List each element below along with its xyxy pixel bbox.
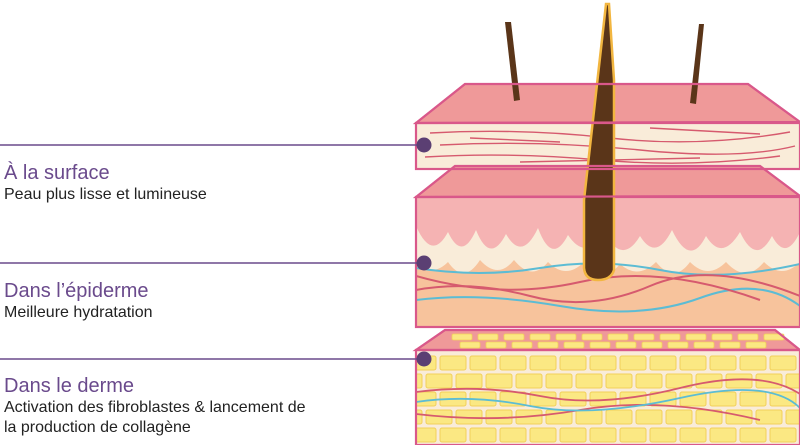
fat-cell xyxy=(769,355,797,371)
fat-cell-top xyxy=(477,333,499,341)
fat-cell xyxy=(725,373,753,389)
fat-cell xyxy=(739,427,767,443)
label-dermis: Dans le derme Activation des fibroblaste… xyxy=(4,374,306,438)
fat-cell xyxy=(529,355,557,371)
label-dermis-title: Dans le derme xyxy=(4,375,135,397)
fat-cell xyxy=(499,427,527,443)
epidermis-peach-band xyxy=(416,260,800,327)
fat-cell xyxy=(679,427,707,443)
fat-cell-top xyxy=(581,333,603,341)
fat-cell-top xyxy=(459,341,481,349)
fat-cell xyxy=(416,373,423,389)
fat-cell xyxy=(485,373,513,389)
fat-cell xyxy=(416,409,423,425)
fat-cell-top xyxy=(503,333,525,341)
fat-cell-top xyxy=(685,333,707,341)
label-dermis-description-line1: Activation des fibroblastes & lancement … xyxy=(4,399,306,416)
fat-cell xyxy=(619,355,647,371)
fat-cell xyxy=(679,355,707,371)
fat-cell-top xyxy=(563,341,585,349)
fat-cell-top xyxy=(529,333,551,341)
label-surface-description: Peau plus lisse et lumineuse xyxy=(4,186,207,203)
fat-cell-top xyxy=(659,333,681,341)
fat-cell xyxy=(589,355,617,371)
fat-cell-top xyxy=(607,333,629,341)
fat-cell xyxy=(679,391,707,407)
fat-cell-top xyxy=(451,333,473,341)
fat-cell xyxy=(769,391,797,407)
fat-cell xyxy=(709,427,737,443)
fat-cell-top xyxy=(745,341,767,349)
fat-cell xyxy=(605,373,633,389)
fat-cell xyxy=(649,355,677,371)
leader-surface xyxy=(0,137,432,153)
main-hair-shaft xyxy=(582,2,616,282)
fat-cell xyxy=(665,409,693,425)
fat-cell xyxy=(455,373,483,389)
fat-cell-top xyxy=(485,341,507,349)
fat-cell-top xyxy=(555,333,577,341)
fat-cell xyxy=(439,355,467,371)
fat-cell xyxy=(635,373,663,389)
fat-cell xyxy=(559,427,587,443)
fat-cell-top xyxy=(737,333,759,341)
fat-cell xyxy=(785,409,800,425)
fat-cells xyxy=(416,355,800,443)
leader-dermis xyxy=(0,351,432,367)
fat-cells-top xyxy=(451,333,785,349)
fat-cell xyxy=(575,409,603,425)
fat-cell xyxy=(575,373,603,389)
fat-cell xyxy=(469,427,497,443)
fat-cell-top xyxy=(641,341,663,349)
label-dermis-description-line2: la production de collagène xyxy=(4,419,191,436)
fat-cell xyxy=(755,409,783,425)
fat-cell xyxy=(605,409,633,425)
fat-cell xyxy=(709,391,737,407)
label-epidermis: Dans l’épiderme Meilleure hydratation xyxy=(4,279,153,323)
fat-cell xyxy=(649,427,677,443)
fat-cell xyxy=(499,355,527,371)
fat-cell xyxy=(589,427,617,443)
fat-cell xyxy=(515,373,543,389)
label-epidermis-description: Meilleure hydratation xyxy=(4,304,153,321)
fat-cell xyxy=(619,427,647,443)
leader-epidermis xyxy=(0,255,432,271)
fat-cell-top xyxy=(615,341,637,349)
fat-cell xyxy=(769,427,797,443)
fat-cell xyxy=(469,355,497,371)
label-epidermis-title: Dans l’épiderme xyxy=(4,280,149,302)
fat-cell-top xyxy=(633,333,655,341)
fat-cell xyxy=(425,373,453,389)
label-surface: À la surface Peau plus lisse et lumineus… xyxy=(4,161,207,205)
small-hair-left xyxy=(505,22,520,101)
fat-cell xyxy=(559,355,587,371)
fat-cell xyxy=(739,355,767,371)
fat-cell xyxy=(785,373,800,389)
fat-cell-top xyxy=(693,341,715,349)
fat-cell xyxy=(529,427,557,443)
fat-cell-top xyxy=(589,341,611,349)
fat-cell xyxy=(439,427,467,443)
fat-cell-top xyxy=(537,341,559,349)
fat-cell xyxy=(709,355,737,371)
fat-cell-top xyxy=(667,341,689,349)
fat-cell xyxy=(416,427,437,443)
fat-cell-top xyxy=(719,341,741,349)
fat-cell-top xyxy=(511,341,533,349)
fat-cell xyxy=(545,373,573,389)
fat-cell xyxy=(635,409,663,425)
fat-cell-top xyxy=(711,333,733,341)
fat-cell xyxy=(416,391,437,407)
label-surface-title: À la surface xyxy=(4,162,110,184)
fat-cell xyxy=(739,391,767,407)
